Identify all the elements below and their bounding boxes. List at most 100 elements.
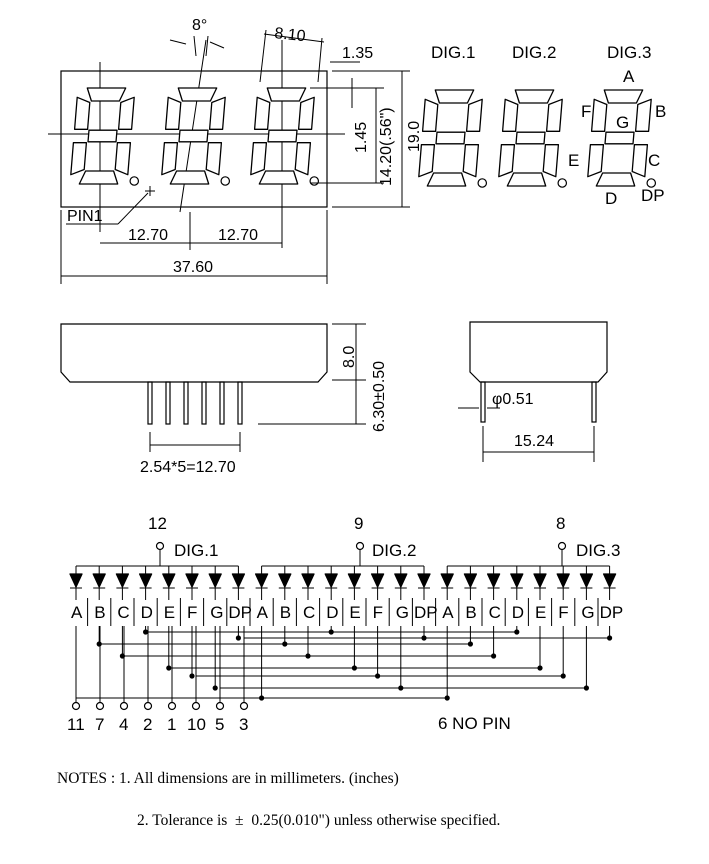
segment-pin-number: 3 — [239, 715, 248, 734]
common-label-dig3: DIG.3 — [576, 541, 620, 560]
digit-width-label: 8.10 — [274, 25, 307, 45]
segment-letter: B — [280, 603, 291, 622]
segment-pin-terminal — [239, 701, 249, 711]
digit6-segment-a — [603, 89, 644, 104]
digit2-decimal-point — [220, 176, 231, 186]
segment-letter: G — [581, 603, 594, 622]
digit5-segment-c — [542, 144, 560, 178]
segment-pin-number: 11 — [67, 715, 85, 734]
led-diode — [347, 573, 362, 588]
segment-letter: A — [257, 603, 269, 622]
segment-label-g: G — [616, 113, 629, 132]
digit2-segment-g — [178, 129, 209, 143]
segment-letter: DP — [414, 603, 438, 622]
digit3-segment-d — [258, 170, 299, 185]
digit2-segment-d — [169, 170, 210, 185]
led-diode — [486, 573, 501, 588]
side-pin — [183, 381, 189, 425]
digit4-decimal-point — [477, 178, 488, 188]
pinout-view: DIG.1 DIG.2 DIG.3 A B C D E F G DP — [418, 43, 666, 208]
display-body-outline — [60, 70, 328, 208]
digit5-segment-f — [501, 98, 519, 132]
segment-pin-terminal — [191, 701, 201, 711]
segment-label-a: A — [623, 67, 635, 86]
digit4-segment-a — [434, 89, 475, 104]
segment-letter: G — [210, 603, 223, 622]
seg-thickness-label: 1.45 — [353, 122, 370, 153]
digit1-segment-g — [87, 129, 118, 143]
angle-arrow-left — [169, 39, 187, 45]
junction — [189, 673, 195, 679]
common-label-dig1: DIG.1 — [174, 541, 218, 560]
segment-letter: A — [71, 603, 83, 622]
led-diode — [185, 573, 199, 588]
digit4-segment-c — [462, 144, 480, 178]
digit6-segment-g — [604, 131, 635, 145]
digit5-segment-d — [506, 172, 547, 187]
common-pin-dig2: 9 — [354, 514, 363, 533]
pin1-label: PIN1 — [67, 208, 103, 225]
segment-letter: G — [396, 603, 409, 622]
segment-label-c: C — [648, 151, 660, 170]
segment-letter: E — [164, 603, 175, 622]
end-pin-left — [480, 381, 486, 423]
digit6-segment-c — [631, 144, 649, 178]
common-terminal-dig2 — [355, 541, 365, 551]
junction — [514, 629, 520, 635]
segment-letter: D — [141, 603, 153, 622]
digit2-segment-f — [164, 96, 182, 130]
pin-diameter-label: φ0.51 — [492, 391, 534, 408]
led-diode — [138, 573, 153, 588]
digit2-segment-e — [161, 142, 179, 176]
segment-letter: DP — [600, 603, 624, 622]
junction — [235, 635, 241, 641]
digit6-segment-d — [595, 172, 636, 187]
angle-arrow-right — [209, 41, 225, 49]
led-diode — [69, 573, 83, 588]
segment-pin-terminal — [143, 701, 153, 711]
common-label-dig2: DIG.2 — [372, 541, 416, 560]
side-pins — [147, 381, 243, 425]
segment-label-d: D — [605, 189, 617, 208]
pin-pitch-label: 2.54*5=12.70 — [140, 459, 236, 476]
digit5-segment-g — [515, 131, 546, 145]
led-diode — [324, 573, 338, 588]
note-1: NOTES : 1. All dimensions are in millime… — [57, 770, 399, 787]
segment-letter: C — [117, 603, 129, 622]
led-diode — [301, 573, 315, 588]
led-diode — [510, 573, 524, 588]
digit3-segment-g — [267, 129, 298, 143]
segment-label-e: E — [568, 151, 579, 170]
led-diode — [394, 573, 408, 588]
dp-gap-label: 1.35 — [342, 45, 373, 62]
junction — [212, 685, 218, 691]
side-pin — [165, 381, 171, 425]
segment-label-dp: DP — [641, 186, 665, 205]
led-diode — [602, 573, 617, 588]
digit-width-ext-right — [317, 37, 323, 83]
digit5-decimal-point — [557, 178, 568, 188]
segment-pin-number: 10 — [187, 715, 206, 734]
led-diode — [162, 573, 176, 588]
segment-letter: E — [535, 603, 546, 622]
digit4-segment-b — [465, 98, 483, 132]
digit1-segment-b — [117, 96, 135, 130]
angle-label: 8° — [192, 17, 207, 34]
segment-pin-terminal — [167, 701, 177, 711]
common-pin-dig1: 12 — [148, 514, 167, 533]
digit5-segment-e — [498, 144, 516, 178]
segment-pin-terminal — [71, 701, 81, 711]
end-body-outline — [469, 321, 608, 383]
side-body-outline — [60, 323, 328, 383]
digit6-decimal-point — [646, 178, 657, 188]
body-height-label: 19.0 — [406, 121, 423, 152]
common-terminal-dig3 — [557, 541, 567, 551]
end-pin-right — [591, 381, 597, 423]
front-view: 8° 8.10 1.35 1.45 14.20(.56") 19.0 PIN1 — [48, 17, 423, 284]
segment-pin-number: 4 — [119, 715, 128, 734]
digit1-segment-e — [70, 142, 88, 176]
digit-label-1: DIG.1 — [431, 43, 475, 62]
segment-pin-terminal — [95, 701, 105, 711]
digit2-segment-a — [177, 87, 218, 102]
